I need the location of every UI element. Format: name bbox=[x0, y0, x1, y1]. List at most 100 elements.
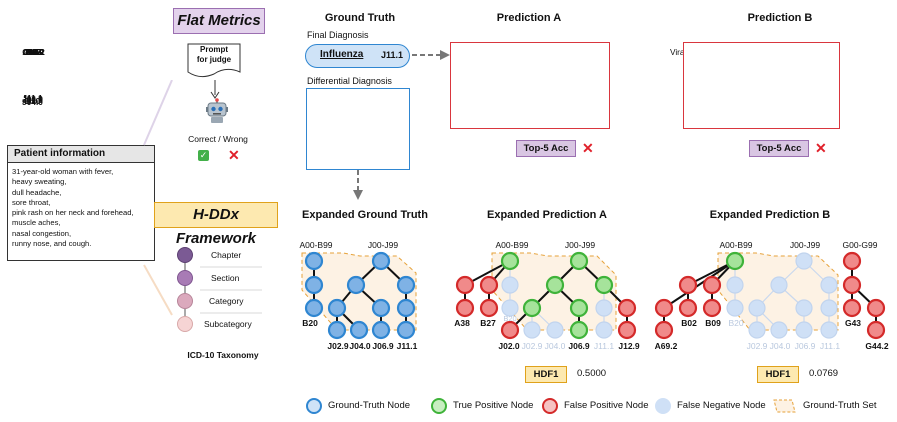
tree-label: A69.2 bbox=[655, 341, 678, 351]
prediction-b-title: Prediction B bbox=[747, 12, 813, 24]
a-node bbox=[617, 320, 637, 340]
tree-label: J12.9 bbox=[618, 341, 640, 351]
gt-node bbox=[349, 320, 369, 340]
tree-label: A00-B99 bbox=[299, 240, 332, 250]
a-node bbox=[595, 299, 613, 317]
gt-node bbox=[396, 320, 416, 340]
b-node bbox=[726, 299, 744, 317]
prediction-a-title: Prediction A bbox=[496, 12, 562, 24]
prediction-b-box bbox=[683, 42, 840, 129]
tree-label: J06.9 bbox=[568, 341, 590, 351]
differential-diagnosis-box bbox=[306, 88, 410, 170]
legend-fn-label: False Negative Node bbox=[677, 400, 766, 411]
prediction-b-row-code: A69.2 bbox=[22, 47, 45, 57]
prediction-a-row-code: J02.0 bbox=[23, 47, 44, 57]
gt-node bbox=[371, 298, 391, 318]
legend-tp-node-icon bbox=[431, 398, 447, 414]
chapter-dot bbox=[177, 247, 193, 263]
b-node bbox=[820, 321, 838, 339]
b-node bbox=[725, 251, 745, 271]
b-node bbox=[820, 299, 838, 317]
b-node bbox=[842, 275, 862, 295]
tree-label: J00-J99 bbox=[565, 240, 596, 250]
prediction-b-hdf1-value: 0.0769 bbox=[809, 368, 839, 379]
b-node bbox=[702, 275, 722, 295]
a-node bbox=[569, 320, 589, 340]
tree-label: J06.9 bbox=[795, 341, 816, 351]
prediction-a-row-code: B27 bbox=[25, 47, 42, 57]
b-node bbox=[702, 298, 722, 318]
prompt-document-icon bbox=[187, 43, 241, 78]
tree-label: J02.9 bbox=[747, 341, 768, 351]
b-node bbox=[678, 275, 698, 295]
prompt-label: Prompt for judge bbox=[196, 45, 232, 64]
prediction-b-row-code: B02 bbox=[25, 47, 42, 57]
correct-wrong-label: Correct / Wrong bbox=[188, 134, 248, 144]
a-node bbox=[594, 275, 614, 295]
tree-label: J11.1 bbox=[820, 341, 840, 351]
prediction-a-cross-icon: ✕ bbox=[582, 140, 594, 156]
final-diagnosis-pill: Influenza J11.1 bbox=[305, 44, 410, 68]
gt-node bbox=[396, 275, 416, 295]
a-node bbox=[595, 321, 613, 339]
tree-label: J04.0 bbox=[545, 341, 566, 351]
a-node bbox=[569, 251, 589, 271]
down-arrow-icon bbox=[210, 80, 220, 99]
b-node bbox=[842, 298, 862, 318]
legend-fp-label: False Positive Node bbox=[564, 400, 649, 411]
b-node bbox=[770, 321, 788, 339]
patient-info-header: Patient information bbox=[8, 146, 154, 163]
robot-judge-icon bbox=[206, 98, 228, 123]
legend-gt-label: Ground-Truth Node bbox=[328, 400, 411, 411]
tree-label: A00-B99 bbox=[495, 240, 528, 250]
legend-set-icon bbox=[773, 399, 796, 413]
b-node bbox=[748, 299, 766, 317]
category-dot bbox=[177, 293, 193, 309]
gt-node bbox=[304, 251, 324, 271]
a-node bbox=[617, 298, 637, 318]
b-node bbox=[795, 321, 813, 339]
legend-fp-node-icon bbox=[542, 398, 558, 414]
differential-row-code: J06.9 bbox=[22, 94, 43, 104]
tree-label: A38 bbox=[454, 318, 470, 328]
tree-label: A00-B99 bbox=[719, 240, 752, 250]
a-node bbox=[455, 298, 475, 318]
tree-label: J02.9 bbox=[327, 341, 349, 351]
gt-node bbox=[327, 298, 347, 318]
expanded-prediction-b-title: Expanded Prediction B bbox=[709, 209, 831, 221]
prediction-b-top5-acc: Top-5 Acc bbox=[749, 140, 809, 157]
tree-label: J00-J99 bbox=[790, 240, 821, 250]
flat-metrics-title: Flat Metrics bbox=[173, 8, 265, 34]
legend-gt-node-icon bbox=[306, 398, 322, 414]
b-node bbox=[842, 251, 862, 271]
b-node bbox=[866, 320, 886, 340]
tree-label: J02.0 bbox=[498, 341, 520, 351]
prediction-a-hdf1-value: 0.5000 bbox=[577, 368, 607, 379]
a-node bbox=[479, 275, 499, 295]
gt-node bbox=[304, 275, 324, 295]
a-node bbox=[479, 298, 499, 318]
b-node bbox=[726, 276, 744, 294]
b-node bbox=[654, 298, 674, 318]
subcategory-dot bbox=[177, 316, 193, 332]
connector-lines bbox=[143, 80, 173, 316]
gt-node bbox=[396, 298, 416, 318]
tree-label: J04.0 bbox=[770, 341, 791, 351]
gt-node bbox=[304, 298, 324, 318]
taxonomy-subcategory-label: Subcategory bbox=[204, 319, 252, 329]
a-node bbox=[501, 276, 519, 294]
prediction-a-row-code: A38 bbox=[25, 47, 42, 57]
prediction-b-row-code: B09 bbox=[25, 47, 42, 57]
legend-fn-node-icon bbox=[655, 398, 671, 414]
prediction-a-row-code: J12.9 bbox=[23, 47, 44, 57]
dashed-arrow-down-icon bbox=[353, 170, 363, 200]
section-dot bbox=[177, 270, 193, 286]
tree-label: J06.9 bbox=[372, 341, 394, 351]
tree-label: B09 bbox=[705, 318, 721, 328]
tree-label: B27 bbox=[480, 318, 496, 328]
tree-label: J02.9 bbox=[522, 341, 543, 351]
final-diagnosis-name: Influenza bbox=[320, 49, 364, 60]
differential-diagnosis-label: Differential Diagnosis bbox=[307, 76, 392, 86]
tree-label: G43 bbox=[845, 318, 861, 328]
